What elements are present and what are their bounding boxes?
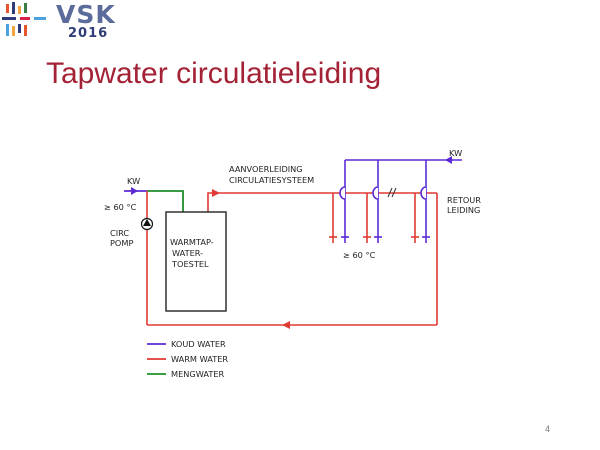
- kw-right-label: KW: [449, 148, 462, 158]
- heater-label-line1: WARMTAP-: [170, 237, 214, 247]
- warm-water-pipe: [146, 191, 438, 326]
- temp-left-label: ≥ 60 °C: [104, 202, 137, 212]
- cold-water-pipe-right: [341, 159, 462, 243]
- circ-label-line2: POMP: [110, 238, 133, 248]
- legend: KOUD WATER WARM WATER MENGWATER: [147, 339, 228, 379]
- vsk-logo: VSK 2016: [0, 0, 130, 44]
- heater-label-line2: WATER-: [172, 248, 203, 258]
- page-number: 4: [545, 424, 551, 434]
- return-label-line2: LEIDING: [447, 205, 480, 215]
- legend-label-mixed: MENGWATER: [171, 369, 224, 379]
- supply-arrow-icon: [212, 189, 220, 197]
- circ-label-line1: CIRC: [110, 228, 129, 238]
- return-arrow-icon: [282, 321, 290, 329]
- logo-year: 2016: [68, 26, 109, 41]
- temp-taps-label: ≥ 60 °C: [343, 250, 376, 260]
- kw-left-arrow-icon: [131, 187, 138, 195]
- legend-label-warm: WARM WATER: [171, 354, 228, 364]
- water-heater: [165, 211, 227, 312]
- heater-label-line3: TOESTEL: [171, 259, 209, 269]
- kw-right-arrow-icon: [445, 156, 452, 164]
- pipe-crossings: [339, 186, 427, 200]
- mixed-water-pipe: [147, 190, 184, 212]
- legend-label-cold: KOUD WATER: [171, 339, 226, 349]
- logo-brand: VSK: [56, 0, 116, 29]
- supply-label-line2: CIRCULATIESYSTEEM: [229, 175, 314, 185]
- kw-left-label: KW: [127, 176, 140, 186]
- pipe-break-mark: [387, 187, 397, 198]
- logo-mark-icon: [2, 2, 46, 36]
- slide-title: Tapwater circulatieleiding: [46, 57, 382, 90]
- circulation-pump-icon: [140, 217, 154, 231]
- supply-label-line1: AANVOERLEIDING: [229, 164, 303, 174]
- return-label-line1: RETOUR: [447, 195, 481, 205]
